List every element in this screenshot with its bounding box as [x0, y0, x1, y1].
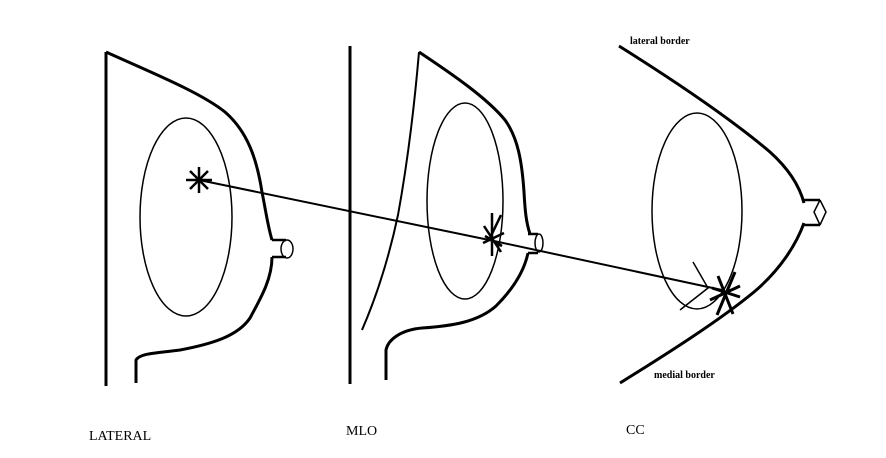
cc-view-label: CC [626, 423, 645, 438]
lateral-view [104, 50, 294, 386]
mlo-view-label: MLO [346, 424, 378, 439]
triangulation-line [198, 179, 723, 291]
mlo-view [348, 46, 544, 384]
lateral-nipple [272, 238, 294, 259]
mlo-glandular-ellipse [426, 102, 504, 300]
mlo-breast-outline-upper [418, 50, 532, 235]
mlo-lesion-star [482, 213, 505, 256]
cc-medial-border-label: medial border [654, 370, 715, 381]
cc-medial-border [619, 222, 806, 385]
mlo-breast-outline-lower [384, 252, 530, 380]
lateral-glandular-ellipse [139, 117, 233, 317]
cc-glandular-ellipse [651, 112, 743, 310]
lateral-breast-outline-upper [105, 50, 274, 241]
cc-lesion-star [709, 271, 741, 316]
cc-lateral-border-label: lateral border [630, 36, 690, 47]
mlo-pectoralis-line [361, 51, 420, 331]
cc-view [618, 44, 827, 385]
cc-lateral-border [618, 44, 806, 204]
lateral-view-label: LATERAL [89, 429, 152, 444]
cc-nipple [804, 198, 827, 227]
mlo-nipple [528, 232, 544, 255]
lateral-breast-outline-lower [134, 256, 274, 383]
